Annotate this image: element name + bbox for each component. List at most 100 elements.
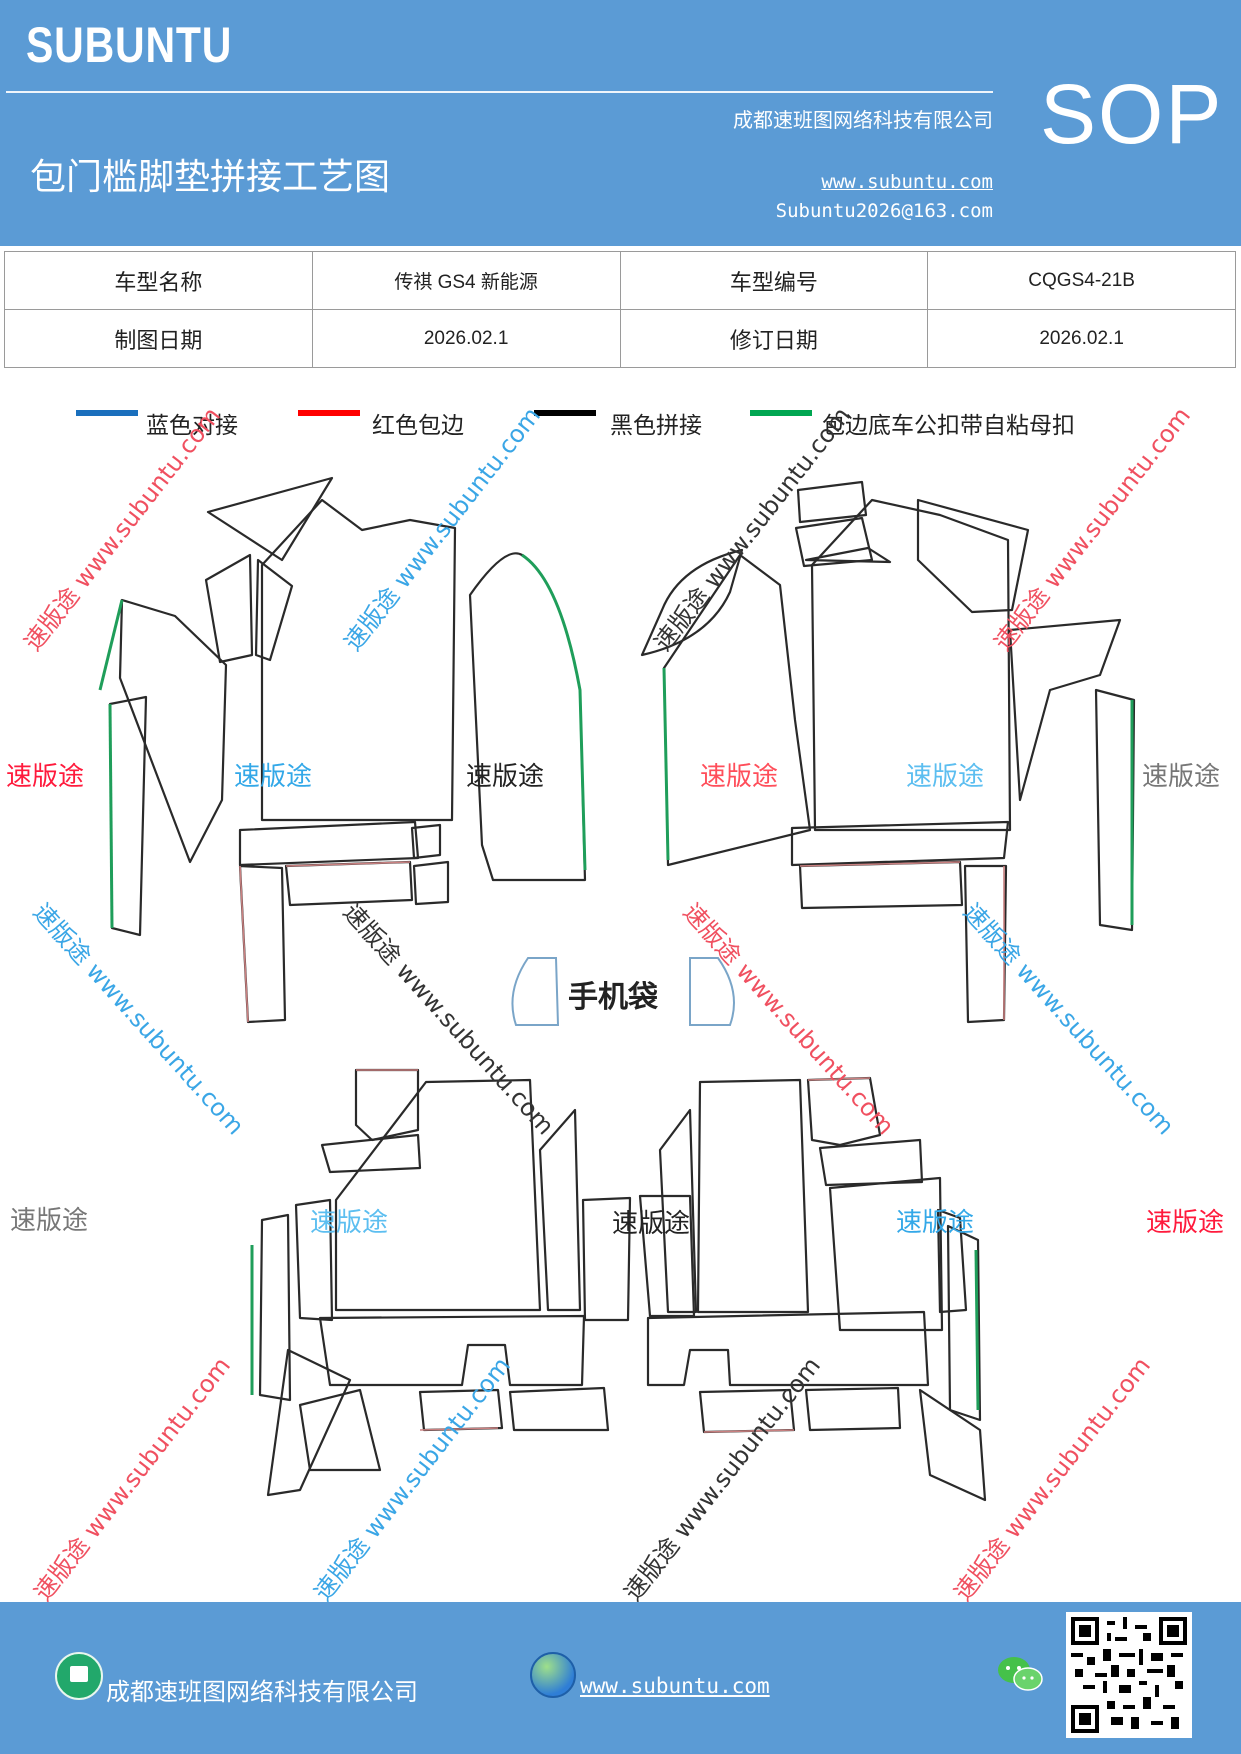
model-code-label: 车型编号 (619, 251, 929, 310)
mat-piece (794, 516, 874, 568)
green-edge (662, 667, 670, 861)
footer-url-link[interactable]: www.subuntu.com (580, 1674, 770, 1698)
mat-piece (538, 1108, 582, 1312)
footer-banner: 成都速班图网络科技有限公司 www.subuntu.com (0, 1602, 1241, 1754)
legend-label: 红色包边 (372, 413, 464, 439)
mat-piece (828, 1176, 944, 1332)
draw-date-value: 2026.02.1 (311, 309, 621, 368)
table-row: 制图日期 2026.02.1 修订日期 2026.02.1 (4, 309, 1236, 368)
watermark: 速版途 (906, 762, 985, 792)
model-name-label: 车型名称 (4, 251, 313, 310)
mat-piece (410, 823, 442, 860)
red-edge (799, 861, 961, 867)
watermark: 速版途 (6, 762, 85, 792)
mat-piece (796, 480, 868, 524)
watermark: 速版途 (10, 1206, 89, 1236)
table-row: 车型名称 传祺 GS4 新能源 车型编号 CQGS4-21B (4, 251, 1236, 310)
wechat-icon (998, 1657, 1043, 1691)
red-edge (239, 865, 249, 1023)
phone-bag-label: 手机袋 (568, 980, 658, 1015)
mat-piece (508, 1386, 610, 1432)
mat-piece (1008, 618, 1122, 802)
watermark: 速版途 (896, 1208, 975, 1238)
mat-piece (320, 1133, 422, 1174)
mat-piece (258, 1213, 292, 1402)
info-table: 车型名称 传祺 GS4 新能源 车型编号 CQGS4-21B 制图日期 2026… (4, 251, 1236, 368)
red-edge (807, 1077, 871, 1081)
mat-piece (798, 860, 964, 910)
legend-label: 黑色拼接 (610, 413, 702, 439)
mat-piece (936, 1208, 968, 1314)
header-email: Subuntu2026@163.com (775, 200, 993, 222)
mat-piece (946, 1224, 982, 1422)
mat-piece (238, 820, 420, 867)
green-edge (98, 599, 124, 691)
mat-piece (418, 1388, 504, 1432)
legend-swatch (298, 410, 360, 416)
mat-piece (254, 558, 294, 662)
green-edge (521, 553, 587, 871)
red-edge (419, 1427, 499, 1431)
mat-piece (118, 598, 228, 864)
header-banner: SUBUNTU 包门槛脚垫拼接工艺图 成都速班图网络科技有限公司 www.sub… (0, 0, 1241, 246)
watermark: 速版途 (310, 1208, 389, 1238)
mat-piece (1094, 688, 1136, 932)
mat-piece (640, 548, 744, 657)
mat-piece (662, 553, 812, 867)
mat-piece (412, 860, 450, 906)
revise-date-label: 修订日期 (619, 309, 929, 368)
qr-code (1066, 1612, 1192, 1738)
brand-logo: SUBUNTU (26, 17, 233, 73)
watermark: 速版途 (1142, 762, 1221, 792)
watermark: 速版途 (1146, 1208, 1225, 1238)
mat-piece (818, 1138, 924, 1187)
legend-label: 包边底车公扣带自粘母扣 (822, 413, 1075, 439)
draw-date-label: 制图日期 (4, 309, 313, 368)
mat-piece (334, 1078, 542, 1312)
mat-piece (646, 1310, 930, 1387)
green-edge (108, 703, 114, 929)
mat-piece (658, 1108, 698, 1314)
floor-mat-diagram (98, 476, 1136, 1502)
legend-swatch (534, 410, 596, 416)
mat-piece (918, 1388, 987, 1502)
globe-icon (530, 1652, 576, 1698)
mat-piece (916, 498, 1030, 614)
mat-piece (260, 498, 457, 822)
watermark: 速版途 (234, 762, 313, 792)
mat-piece (468, 552, 587, 882)
mat-piece (294, 1198, 334, 1322)
watermark: 速版途 (700, 762, 779, 792)
revise-date-value: 2026.02.1 (927, 309, 1236, 368)
mat-piece (804, 546, 892, 564)
legend-swatch (750, 410, 812, 416)
red-edge (703, 1429, 795, 1433)
mat-piece (790, 820, 1010, 867)
watermark: 速版途 (466, 762, 545, 792)
phone-bag-piece-right (689, 957, 735, 1026)
legend-swatch (76, 410, 138, 416)
document-title: 包门槛脚垫拼接工艺图 (30, 157, 391, 198)
mat-piece (266, 1348, 352, 1497)
mat-piece (206, 476, 334, 562)
header-company: 成都速班图网络科技有限公司 (733, 108, 993, 132)
red-edge (285, 861, 411, 867)
mat-piece (298, 1388, 382, 1472)
mat-piece (581, 1196, 632, 1322)
mat-piece (696, 1078, 810, 1314)
footer-company: 成都速班图网络科技有限公司 (106, 1678, 418, 1706)
sop-badge: SOP (1040, 67, 1224, 161)
mat-piece (284, 860, 414, 907)
mat-piece (810, 498, 1012, 832)
mat-piece (318, 1314, 586, 1387)
model-code-value: CQGS4-21B (927, 251, 1236, 310)
watermark: 速版途 (612, 1209, 691, 1239)
header-url-link[interactable]: www.subuntu.com (821, 171, 993, 193)
phone-bag-piece-left (511, 957, 560, 1026)
home-icon (55, 1652, 103, 1700)
mat-piece (204, 553, 254, 664)
mat-piece (804, 1386, 902, 1432)
green-edge (974, 1249, 980, 1411)
legend-label: 蓝色对接 (146, 413, 238, 439)
header-divider (6, 91, 993, 93)
